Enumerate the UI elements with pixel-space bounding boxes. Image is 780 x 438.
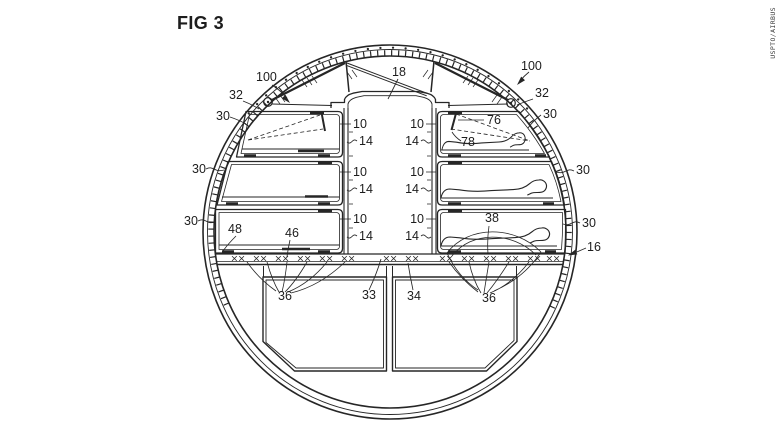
ref-10-left-2: 10 [353,165,367,179]
ref-34: 34 [407,289,421,303]
ref-10-right-2: 10 [410,165,424,179]
ref-30-right-mid: 30 [576,163,590,177]
ref-36-right: 36 [482,291,496,305]
ref-10-right-1: 10 [410,117,424,131]
ref-30-left-low: 30 [184,214,198,228]
aisle-cap-outer [330,90,450,108]
reference-labels: FIG 3 100 100 32 32 30 30 18 30 30 30 30… [177,13,601,305]
ref-33: 33 [362,288,376,302]
ref-100-left: 100 [256,70,277,84]
sight-lines [247,114,324,141]
frame-fitting-left [263,97,273,107]
cargo-container-right [391,276,518,372]
ref-18: 18 [392,65,406,79]
leader-fan-36-right-38 [446,225,542,294]
ref-30-left-mid: 30 [192,162,206,176]
seat-track-marks [231,255,560,262]
ref-10-left-1: 10 [353,117,367,131]
ref-16: 16 [587,240,601,254]
ref-38: 38 [485,211,499,225]
ref-32-left: 32 [229,88,243,102]
center-aisle [330,90,450,254]
ref-14-left-1: 14 [359,134,373,148]
berth-mattress-lines [219,148,557,247]
partition-rod [450,111,458,131]
ref-14-right-3: 14 [405,229,419,243]
ref-30-right-top: 30 [543,107,557,121]
ref-46: 46 [285,226,299,240]
ref-100-right: 100 [521,59,542,73]
sight-lines [450,113,531,142]
leader-fan-36-left [246,261,346,294]
arrowhead-100-left [281,94,290,103]
ref-32-right: 32 [535,86,549,100]
rim-frame-ticks [208,50,572,309]
berth-left-bottom [214,208,344,254]
berth-latch-marks [222,111,556,253]
container-floor-connectors [263,266,517,277]
truss-braces [271,62,509,101]
figure-number-label: FIG 3 [177,13,224,33]
aisle-walls [343,108,437,254]
ref-14-left-3: 14 [359,229,373,243]
berth-right-bottom [436,208,567,254]
aisle-wall-ticks [349,131,431,229]
cargo-container-left [262,276,388,372]
ref-14-right-2: 14 [405,182,419,196]
leader-lines [197,71,587,294]
truss-ties [271,103,509,106]
main-deck-floor [215,253,565,266]
ref-14-left-2: 14 [359,182,373,196]
berth-right-middle [436,160,566,206]
frame-fitting-right [506,98,516,108]
berth-left-middle [216,160,344,206]
ref-76: 76 [487,113,501,127]
ref-36-left: 36 [278,289,292,303]
ref-30-left-top: 30 [216,109,230,123]
partition-rod [320,112,326,132]
ref-30-right-low: 30 [582,216,596,230]
truss-diagonal [346,62,428,97]
berth-right-top [436,110,551,158]
ref-10-left-3: 10 [353,212,367,226]
aisle-cap-inner [347,95,433,108]
fuselage-rim [202,44,578,420]
cargo-hold [262,266,518,372]
ref-14-right-1: 14 [405,134,419,148]
ref-78: 78 [461,135,475,149]
berth-left-top [235,110,344,158]
uspto-airbus-watermark: USPTO/AIRBUS [769,7,777,59]
sleeping-passenger-icon [440,179,548,199]
ref-48: 48 [228,222,242,236]
ref-10-right-3: 10 [410,212,424,226]
truss-posts [345,60,435,93]
arrowhead-16 [568,249,578,256]
arrowhead-100-right [517,76,525,85]
